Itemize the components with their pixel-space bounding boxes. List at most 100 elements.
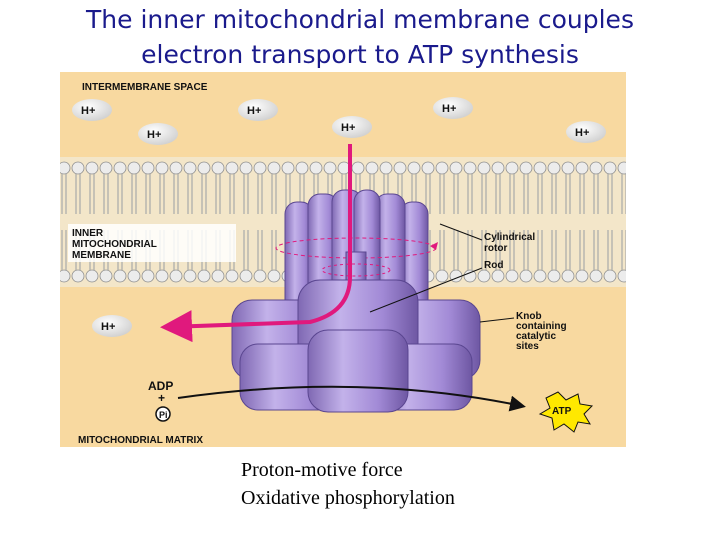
rotor-label-line-2: rotor — [484, 243, 507, 254]
rotor-label-line-1: Cylindrical — [484, 232, 535, 243]
lipid-head — [254, 270, 266, 282]
lipid-head — [506, 162, 518, 174]
lipid-head — [296, 162, 308, 174]
lipid-head — [212, 162, 224, 174]
lipid-head — [520, 270, 532, 282]
lipid-head — [60, 270, 70, 282]
lipid-head — [226, 270, 238, 282]
lipid-head — [60, 162, 70, 174]
caption-line-2: Oxidative phosphorylation — [241, 484, 455, 512]
proton-icon: H+ — [566, 121, 606, 143]
lipid-head — [464, 270, 476, 282]
lipid-head — [128, 162, 140, 174]
knob-label-line-4: sites — [516, 341, 539, 352]
lipid-head — [310, 162, 322, 174]
proton-label: H+ — [575, 127, 589, 139]
lipid-head — [534, 162, 546, 174]
lipid-head — [240, 162, 252, 174]
lipid-head — [590, 270, 602, 282]
lipid-head — [548, 270, 560, 282]
proton-icon: H+ — [433, 97, 473, 119]
membrane-label-line-1: INNER — [72, 228, 104, 239]
lipid-head — [72, 162, 84, 174]
proton-label: H+ — [442, 103, 456, 115]
caption: Proton-motive force Oxidative phosphoryl… — [241, 456, 455, 512]
proton-label: H+ — [247, 105, 261, 117]
lipid-head — [394, 162, 406, 174]
lipid-head — [198, 270, 210, 282]
lipid-head — [590, 162, 602, 174]
lipid-head — [576, 162, 588, 174]
lipid-head — [156, 162, 168, 174]
lipid-head — [604, 270, 616, 282]
lipid-head — [156, 270, 168, 282]
atp-synthase-figure: INTERMEMBRANE SPACE MITOCHONDRIAL MATRIX… — [60, 72, 626, 447]
lipid-head — [436, 270, 448, 282]
atp-synthase-diagram: INTERMEMBRANE SPACE MITOCHONDRIAL MATRIX… — [60, 72, 626, 447]
lipid-head — [450, 162, 462, 174]
title-line-1: The inner mitochondrial membrane couples — [0, 2, 720, 37]
lipid-head — [86, 162, 98, 174]
lipid-head — [282, 162, 294, 174]
proton-icon: H+ — [92, 315, 132, 337]
lipid-head — [506, 270, 518, 282]
lipid-head — [198, 162, 210, 174]
caption-line-1: Proton-motive force — [241, 456, 455, 484]
lipid-head — [380, 162, 392, 174]
proton-label: H+ — [101, 321, 115, 333]
proton-label: H+ — [147, 129, 161, 141]
proton-label: H+ — [81, 105, 95, 117]
lipid-head — [142, 270, 154, 282]
lipid-head — [170, 270, 182, 282]
lipid-head — [100, 162, 112, 174]
proton-icon: H+ — [72, 99, 112, 121]
lipid-head — [422, 162, 434, 174]
lipid-head — [184, 162, 196, 174]
lipid-head — [562, 270, 574, 282]
atp-label: ATP — [552, 406, 572, 417]
lipid-head — [534, 270, 546, 282]
lipid-head — [142, 162, 154, 174]
rod-label-text: Rod — [484, 260, 503, 271]
lipid-head — [240, 270, 252, 282]
lipid-head — [100, 270, 112, 282]
lipid-head — [114, 162, 126, 174]
lipid-head — [562, 162, 574, 174]
intermembrane-space-label: INTERMEMBRANE SPACE — [82, 82, 208, 93]
lipid-head — [604, 162, 616, 174]
membrane-label-line-2: MITOCHONDRIAL — [72, 239, 157, 250]
lipid-head — [212, 270, 224, 282]
lipid-head — [226, 162, 238, 174]
lipid-head — [86, 270, 98, 282]
lipid-head — [268, 162, 280, 174]
slide-title: The inner mitochondrial membrane couples… — [0, 2, 720, 72]
lipid-head — [268, 270, 280, 282]
lipid-head — [366, 162, 378, 174]
lipid-head — [464, 162, 476, 174]
proton-icon: H+ — [138, 123, 178, 145]
lipid-head — [436, 162, 448, 174]
membrane-label: INNER MITOCHONDRIAL MEMBRANE — [68, 224, 236, 262]
lipid-head — [478, 270, 490, 282]
lipid-head — [324, 162, 336, 174]
lipid-head — [576, 270, 588, 282]
lipid-head — [408, 162, 420, 174]
proton-icon: H+ — [238, 99, 278, 121]
lipid-head — [618, 270, 626, 282]
plus-sign: + — [158, 391, 165, 405]
mitochondrial-matrix-label: MITOCHONDRIAL MATRIX — [78, 435, 203, 446]
proton-label: H+ — [341, 122, 355, 134]
lipid-head — [254, 162, 266, 174]
lipid-head — [72, 270, 84, 282]
pi-label: Pi — [159, 410, 168, 420]
lipid-head — [352, 162, 364, 174]
lipid-head — [492, 162, 504, 174]
membrane-label-line-3: MEMBRANE — [72, 250, 131, 261]
lipid-head — [478, 162, 490, 174]
lipid-head — [492, 270, 504, 282]
lipid-head — [520, 162, 532, 174]
lipid-head — [114, 270, 126, 282]
lipid-head — [618, 162, 626, 174]
lipid-head — [184, 270, 196, 282]
lipid-head — [170, 162, 182, 174]
